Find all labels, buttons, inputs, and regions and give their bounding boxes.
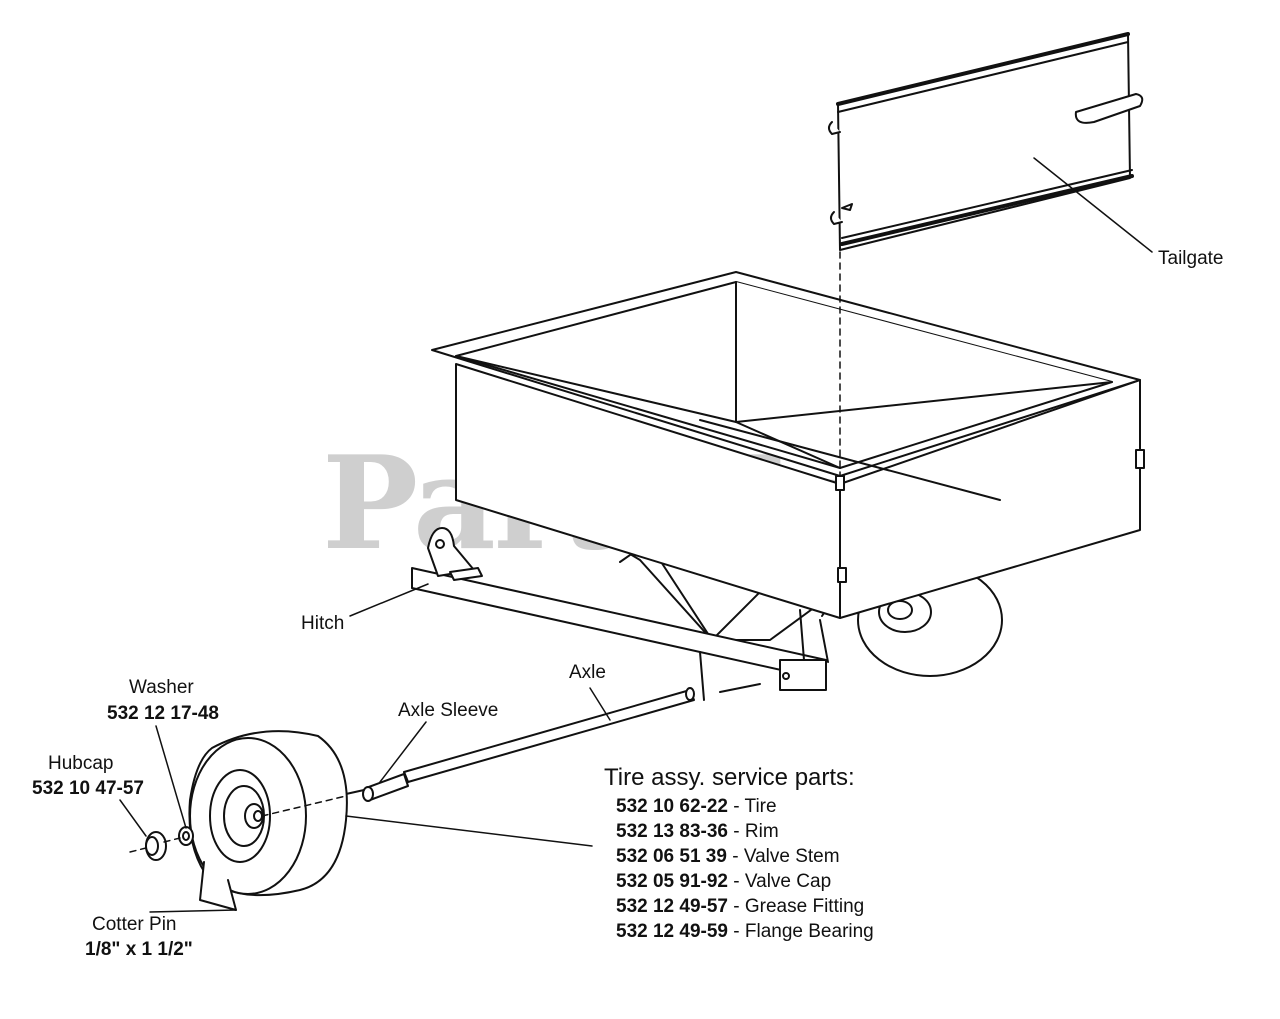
service-parts-list: 532 10 62-22 - Tire 532 13 83-36 - Rim 5… [616, 794, 874, 944]
service-part-item: 532 05 91-92 - Valve Cap [616, 869, 874, 894]
service-part-item: 532 13 83-36 - Rim [616, 819, 874, 844]
label-hubcap: Hubcap [48, 753, 114, 774]
service-parts-title: Tire assy. service parts: [604, 764, 855, 791]
service-part-name: - Rim [728, 821, 779, 842]
label-hitch: Hitch [301, 613, 345, 634]
label-hubcap-number: 532 10 47-57 [32, 778, 144, 799]
service-part-item: 532 10 62-22 - Tire [616, 794, 874, 819]
service-part-name: - Grease Fitting [728, 896, 865, 917]
front-wheel-part [188, 730, 348, 911]
service-part-name: - Valve Cap [728, 871, 832, 892]
service-part-number: 532 05 91-92 [616, 871, 728, 892]
service-part-number: 532 12 49-59 [616, 921, 728, 942]
tailgate-part [828, 32, 1144, 251]
service-part-name: - Valve Stem [726, 846, 840, 867]
label-washer: Washer [129, 677, 194, 698]
tongue-frame [411, 567, 829, 701]
service-part-item: 532 12 49-59 - Flange Bearing [616, 919, 874, 944]
cart-box [431, 271, 1145, 619]
service-part-number: 532 13 83-36 [616, 821, 728, 842]
axle-sleeve-part [345, 773, 409, 802]
label-cotter-pin: Cotter Pin [92, 914, 177, 935]
label-axle: Axle [569, 662, 606, 683]
service-part-name: - Tire [728, 796, 777, 817]
label-tailgate: Tailgate [1158, 248, 1224, 269]
hubcap-part [145, 831, 167, 861]
hitch-part [427, 527, 483, 581]
label-cotter-pin-size: 1/8" x 1 1/2" [85, 939, 193, 960]
label-washer-number: 532 12 17-48 [107, 703, 219, 724]
service-part-item: 532 12 49-57 - Grease Fitting [616, 894, 874, 919]
label-axle-sleeve: Axle Sleeve [398, 700, 499, 721]
service-part-item: 532 06 51 39 - Valve Stem [616, 844, 874, 869]
washer-part [178, 826, 194, 846]
service-part-name: - Flange Bearing [728, 921, 874, 942]
service-part-number: 532 06 51 39 [616, 846, 727, 867]
service-part-number: 532 12 49-57 [616, 896, 728, 917]
service-part-number: 532 10 62-22 [616, 796, 728, 817]
